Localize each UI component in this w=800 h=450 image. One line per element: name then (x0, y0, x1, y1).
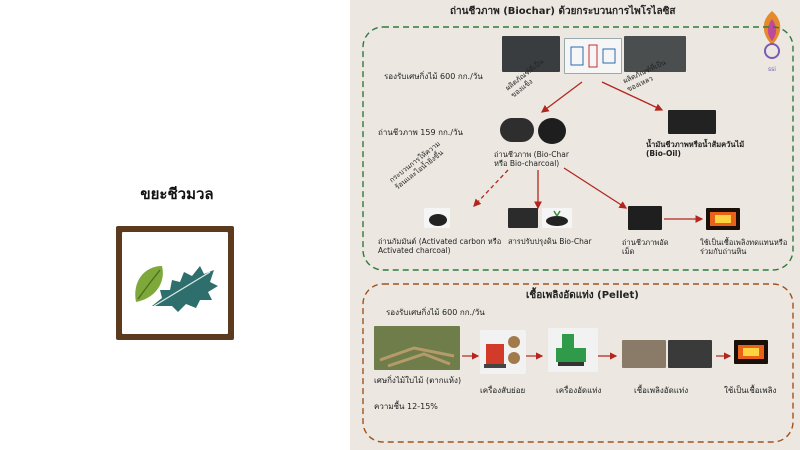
biochar-dish-photo (538, 118, 566, 144)
left-title: ขยะชีวมวล (140, 185, 214, 203)
pellet-char-label: ถ่านชีวภาพอัดเม็ด (622, 238, 669, 257)
pyrolysis-reactor-photo (502, 36, 560, 72)
pellet-capacity: รองรับเศษกิ่งไม้ 600 กก./วัน (386, 308, 485, 317)
biochar-node: ถ่านชีวภาพ (Bio-Char หรือ Bio-charcoal) (494, 150, 569, 169)
biochar-pile-photo (500, 118, 534, 142)
fuel-use-label: ใช้เป็นเชื้อเพลิงทดแทนหรือร่วมกับถ่านหิน (700, 238, 788, 257)
soil-biochar-photo-1 (508, 208, 538, 228)
logo-icon: ssi (763, 11, 781, 73)
svg-text:ssi: ssi (768, 66, 776, 73)
pellet-char-photo (628, 206, 662, 230)
feedstock-label: เศษกิ่งไม้ใบไม้ (ตากแห้ง) (374, 376, 462, 385)
bio-oil-label: น้ำมันชีวภาพหรือน้ำส้มควันไม้ (Bio-Oil) (646, 140, 745, 159)
moisture-label: ความชื้น 12-15% (374, 402, 438, 411)
bio-oil-bottles-photo (668, 110, 716, 134)
process-panel: ถ่านชีวภาพ (Biochar) ด้วยกระบวนการไพโรไล… (350, 0, 800, 450)
leaf-icon (122, 232, 228, 334)
shredder-label: เครื่องสับย่อย (480, 386, 526, 395)
charcoal-output: ถ่านชีวภาพ 159 กก./วัน (378, 128, 464, 137)
fire-photo-2 (734, 340, 768, 364)
activated-carbon-photo (424, 208, 450, 228)
press-label: เครื่องอัดแท่ง (556, 386, 602, 395)
pellet-bundle-photo-1 (622, 340, 666, 368)
condenser-photo (624, 36, 686, 72)
soil-amendment-label: สารปรับปรุงดิน Bio-Char (508, 237, 592, 246)
pellet-product-label: เชื้อเพลิงอัดแท่ง (634, 386, 689, 395)
soil-biochar-photo-2 (542, 208, 572, 228)
process-schematic-photo (564, 38, 622, 74)
branch-pile-photo (374, 326, 460, 370)
pellet-press-photo (548, 328, 598, 372)
activated-carbon-label: ถ่านกัมมันต์ (Activated carbon หรือ Acti… (378, 237, 502, 256)
biochar-title: ถ่านชีวภาพ (Biochar) ด้วยกระบวนการไพโรไล… (450, 6, 676, 17)
pellet-bundle-photo-2 (668, 340, 712, 368)
diagram-lines (362, 26, 794, 443)
pellet-use-label: ใช้เป็นเชื้อเพลิง (724, 386, 777, 395)
pellet-title: เชื้อเพลิงอัดแท่ง (Pellet) (526, 290, 639, 301)
biomass-frame (116, 226, 234, 340)
shredder-photo (480, 330, 526, 374)
fire-photo-1 (706, 208, 740, 230)
biochar-capacity: รองรับเศษกิ่งไม้ 600 กก./วัน (384, 72, 483, 81)
